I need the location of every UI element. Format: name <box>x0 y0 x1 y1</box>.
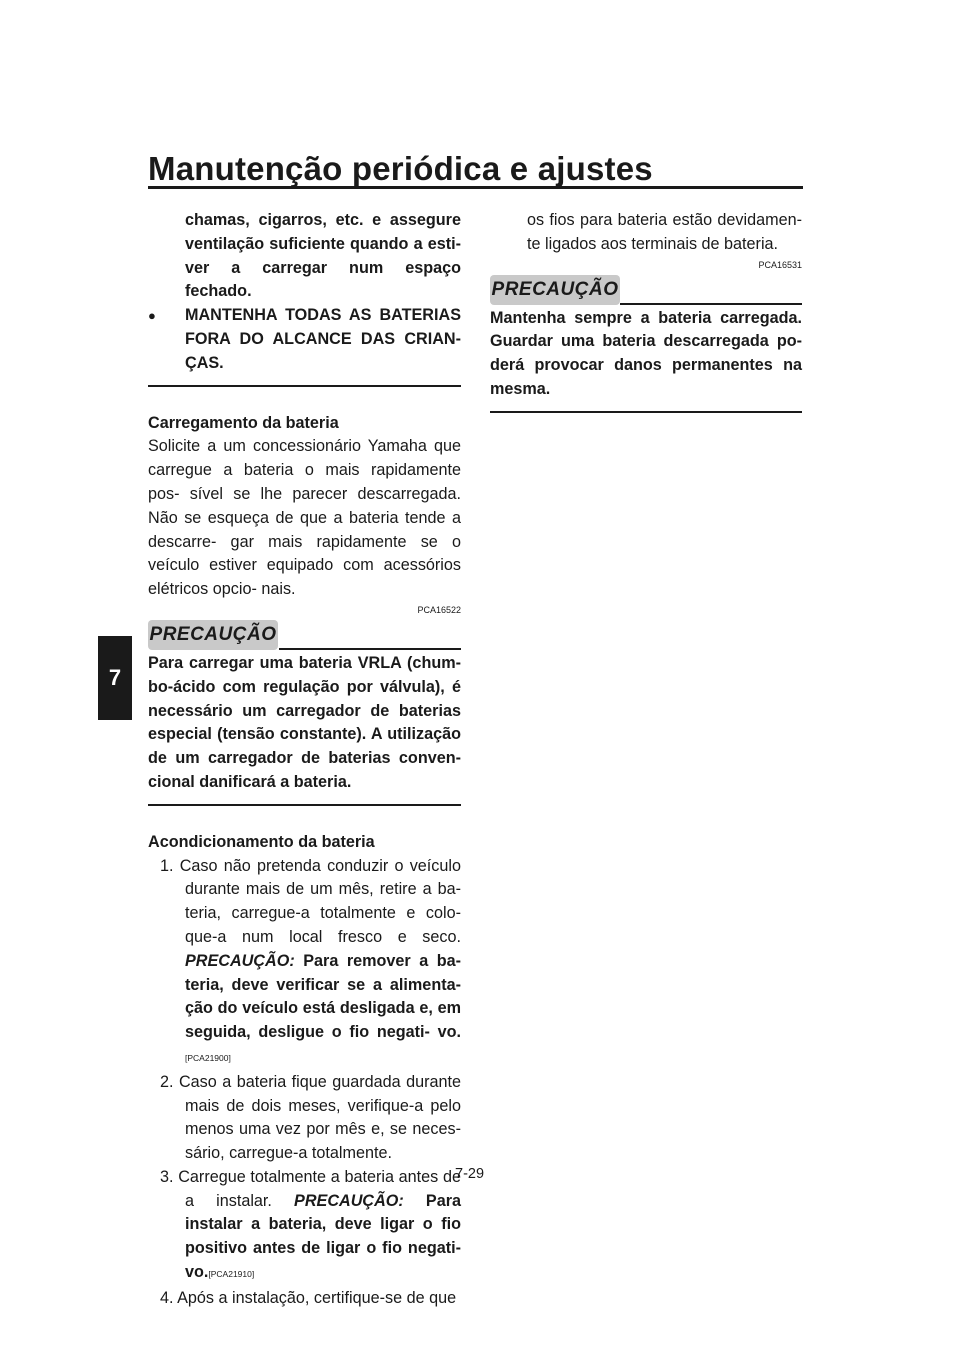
storage-heading: Acondicionamento da bateria <box>148 832 375 851</box>
caution2-text: Mantenha sempre a bateria carregada. Gua… <box>490 308 802 398</box>
step-caution-label: PRECAUÇÃO: <box>294 1191 404 1210</box>
left-column: chamas, cigarros, etc. e assegure ventil… <box>148 209 461 1311</box>
caution2-header-rule <box>620 302 802 305</box>
caution2-badge: PRECAUÇÃO <box>490 274 620 305</box>
step-caution-text: Para remover a ba- teria, deve verificar… <box>185 951 461 1042</box>
caution1-badge: PRECAUÇÃO <box>148 619 278 650</box>
step-caution-label: PRECAUÇÃO: <box>185 951 295 970</box>
storage-step-1: 1. Caso não pretenda conduzir o veículo … <box>148 855 461 1071</box>
caution2-header: PRECAUÇÃO <box>490 274 802 305</box>
storage-step-3: 3. Carregue totalmente a bateria antes d… <box>148 1166 461 1287</box>
bullet-icon: ● <box>148 308 156 324</box>
step-number: 2. <box>160 1072 174 1091</box>
chapter-tab: 7 <box>98 636 132 720</box>
step-number: 4. <box>160 1288 174 1307</box>
caution1-code: PCA16522 <box>417 604 461 615</box>
page-number: 7-29 <box>455 1166 485 1182</box>
warning-end-rule <box>148 384 461 387</box>
step-number: 3. <box>160 1167 174 1186</box>
charging-heading: Carregamento da bateria <box>148 413 339 432</box>
step-text: Caso não pretenda conduzir o veículo dur… <box>179 856 461 946</box>
step-caution-text: Para instalar a bateria, deve ligar o fi… <box>185 1191 461 1282</box>
warning-bullet-text: MANTENHA TODAS AS BATERIAS FORA DO ALCAN… <box>185 306 461 372</box>
caution1-text: Para carregar uma bateria VRLA (chum- bo… <box>148 653 461 791</box>
warning-bullet: ● MANTENHA TODAS AS BATERIAS FORA DO ALCA… <box>148 304 461 375</box>
charging-body: Solicite a um concessionário Yamaha que … <box>148 437 461 599</box>
step-text: Após a instalação, certifique-se de que <box>177 1288 457 1307</box>
step4-continued-text: os fios para bateria estão devidamen- te… <box>527 211 802 253</box>
caution2-code: PCA16531 <box>758 259 802 270</box>
step-caution-code: [PCA21910] <box>208 1269 255 1280</box>
step-caution-code: [PCA21900] <box>185 1052 231 1063</box>
title-rule <box>148 186 803 189</box>
storage-step-4: 4. Após a instalação, certifique-se de q… <box>148 1287 461 1311</box>
step-number: 1. <box>160 856 174 875</box>
step-text: Caso a bateria fique guardada durante ma… <box>178 1072 462 1163</box>
caution1-header-rule <box>279 647 461 650</box>
warning-continued-text: chamas, cigarros, etc. e assegure ventil… <box>185 211 461 301</box>
caution1-header: PRECAUÇÃO <box>148 619 461 650</box>
caution1-end-rule <box>148 803 461 806</box>
page-title: Manutenção periódica e ajustes <box>148 150 653 187</box>
step-text: Carregue totalmente a bateria antes de a… <box>178 1167 461 1210</box>
right-column: os fios para bateria estão devidamen- te… <box>490 209 802 413</box>
storage-step-2: 2. Caso a bateria fique guardada durante… <box>148 1071 461 1166</box>
caution2-end-rule <box>490 410 802 413</box>
